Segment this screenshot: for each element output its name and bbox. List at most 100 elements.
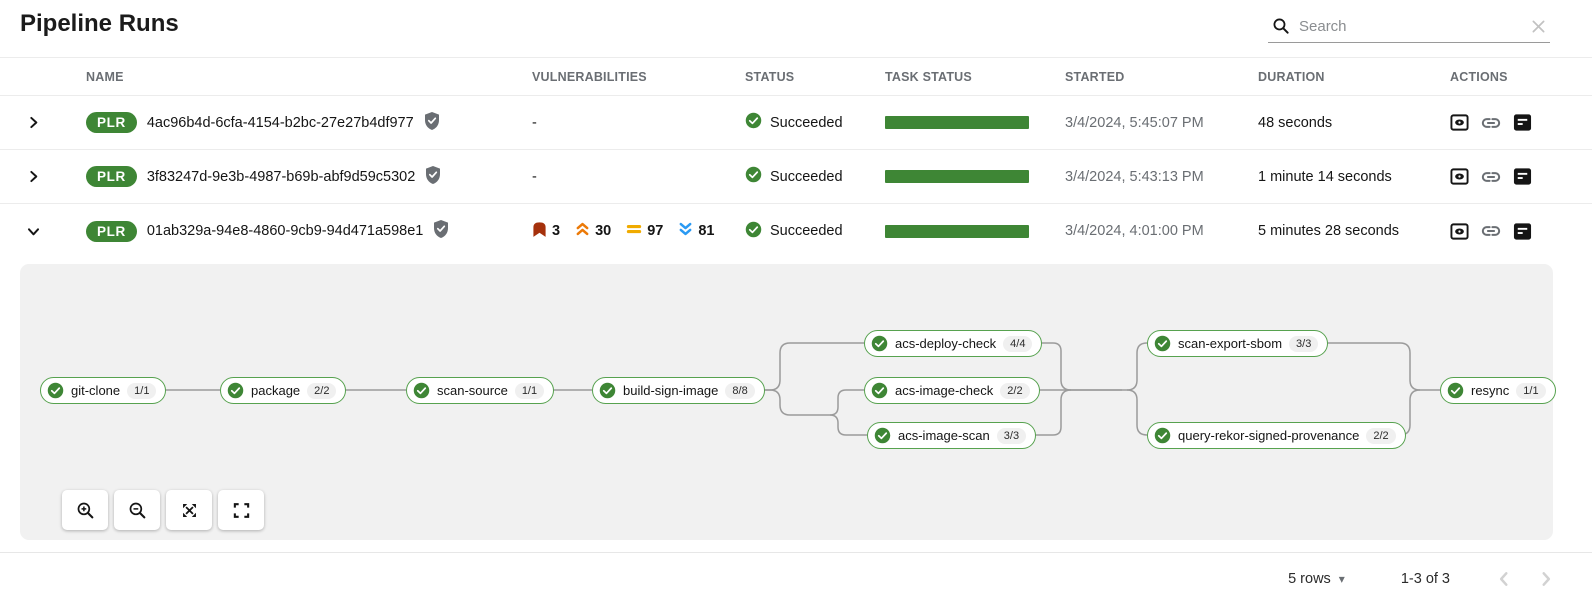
task-node-query-rekor-signed-provenance[interactable]: query-rekor-signed-provenance 2/2	[1147, 422, 1406, 449]
task-success-icon	[47, 382, 64, 399]
task-success-icon	[1154, 335, 1171, 352]
task-node-scan-source[interactable]: scan-source 1/1	[406, 377, 555, 404]
graph-toolbar	[62, 490, 264, 530]
vulnerabilities-cell: 3 30 97 81	[512, 204, 725, 258]
pipeline-run-name[interactable]: 01ab329a-94e8-4860-9cb9-94d471a598e1	[146, 223, 424, 239]
duration: 48 seconds	[1258, 114, 1333, 131]
plr-badge: PLR	[86, 220, 137, 242]
task-status-bar	[885, 170, 1029, 183]
task-success-icon	[413, 382, 430, 399]
status-label: Succeeded	[770, 114, 843, 131]
started-timestamp: 3/4/2024, 4:01:00 PM	[1065, 223, 1204, 239]
started-timestamp: 3/4/2024, 5:43:13 PM	[1065, 168, 1204, 185]
column-vulnerabilities: VULNERABILITIES	[532, 69, 647, 84]
next-page-chevron-icon[interactable]	[1538, 571, 1554, 587]
task-success-icon	[1154, 427, 1171, 444]
view-output-icon[interactable]	[1450, 167, 1469, 186]
status-label: Succeeded	[770, 168, 843, 185]
task-status-bar	[885, 224, 1029, 238]
search-box	[1268, 10, 1550, 43]
task-node-git-clone[interactable]: git-clone 1/1	[40, 377, 167, 404]
search-input[interactable]	[1299, 17, 1522, 35]
view-logs-icon[interactable]	[1513, 222, 1532, 241]
column-status: STATUS	[745, 69, 795, 84]
column-duration: DURATION	[1258, 69, 1325, 84]
link-icon[interactable]	[1481, 116, 1501, 130]
status-cell: Succeeded	[725, 204, 865, 258]
view-logs-icon[interactable]	[1513, 113, 1532, 132]
link-icon[interactable]	[1481, 170, 1501, 184]
low-severity-icon	[678, 221, 693, 241]
task-step-count: 2/2	[1000, 382, 1030, 399]
fit-to-screen-button[interactable]	[166, 490, 212, 530]
vulnerabilities-cell: -	[532, 168, 537, 185]
task-node-acs-image-check[interactable]: acs-image-check 2/2	[864, 377, 1040, 404]
task-step-count: 2/2	[307, 382, 337, 399]
table-footer: 5 rows ▾ 1-3 of 3	[0, 552, 1592, 604]
plr-badge: PLR	[86, 112, 137, 133]
task-node-label: build-sign-image	[623, 383, 719, 398]
collapse-row-chevron-down-icon[interactable]	[18, 216, 48, 246]
task-step-count: 8/8	[725, 382, 755, 399]
task-step-count: 3/3	[1289, 335, 1319, 352]
severity-low: 81	[678, 221, 715, 241]
table-header: NAME VULNERABILITIES STATUS TASK STATUS …	[0, 57, 1592, 96]
success-check-icon	[745, 112, 762, 133]
task-node-acs-image-scan[interactable]: acs-image-scan 3/3	[867, 422, 1037, 449]
status-label: Succeeded	[770, 223, 843, 239]
pipeline-graph-panel: git-clone 1/1 package 2/2 scan-source 1/…	[20, 264, 1556, 540]
task-step-count: 3/3	[996, 427, 1027, 444]
pipeline-run-name[interactable]: 4ac96b4d-6cfa-4154-b2bc-27e27b4df977	[146, 114, 414, 131]
rows-per-page-select[interactable]: 5 rows ▾	[1288, 570, 1345, 587]
column-started: STARTED	[1065, 69, 1125, 84]
zoom-in-button[interactable]	[62, 490, 108, 530]
task-node-label: query-rekor-signed-provenance	[1178, 428, 1360, 443]
actions-cell	[1430, 96, 1592, 149]
task-node-scan-export-sbom[interactable]: scan-export-sbom 3/3	[1147, 330, 1329, 357]
reset-view-button[interactable]	[218, 490, 264, 530]
task-success-icon	[227, 382, 244, 399]
task-node-label: acs-image-scan	[898, 428, 990, 443]
moderate-severity-icon	[626, 221, 642, 241]
caret-down-icon: ▾	[1338, 571, 1345, 586]
task-success-icon	[874, 427, 891, 444]
severity-important: 30	[575, 221, 611, 241]
vulnerabilities-cell: -	[532, 114, 537, 131]
expand-row-chevron-right-icon[interactable]	[18, 108, 48, 138]
task-node-acs-deploy-check[interactable]: acs-deploy-check 4/4	[864, 330, 1043, 357]
view-logs-icon[interactable]	[1513, 167, 1532, 186]
table-row: PLR 3f83247d-9e3b-4987-b69b-abf9d59c5302…	[0, 150, 1592, 204]
important-severity-icon	[575, 221, 590, 241]
duration: 5 minutes 28 seconds	[1258, 223, 1400, 239]
task-node-resync[interactable]: resync 1/1	[1440, 377, 1556, 404]
pipeline-run-name[interactable]: 3f83247d-9e3b-4987-b69b-abf9d59c5302	[146, 168, 416, 185]
link-icon[interactable]	[1481, 224, 1501, 238]
task-node-label: resync	[1471, 383, 1510, 398]
status-cell: Succeeded	[725, 96, 865, 149]
task-node-label: scan-source	[437, 383, 508, 398]
actions-cell	[1430, 150, 1592, 203]
expand-row-chevron-right-icon[interactable]	[18, 162, 48, 192]
plr-badge: PLR	[86, 166, 137, 187]
signed-shield-icon	[433, 220, 449, 242]
clear-search-icon[interactable]	[1531, 19, 1546, 34]
zoom-out-button[interactable]	[114, 490, 160, 530]
severity-moderate: 97	[626, 221, 663, 241]
view-output-icon[interactable]	[1450, 222, 1469, 241]
view-output-icon[interactable]	[1450, 113, 1469, 132]
task-node-label: git-clone	[71, 383, 121, 398]
task-step-count: 4/4	[1003, 335, 1033, 352]
task-node-package[interactable]: package 2/2	[220, 377, 347, 404]
expand-arrows-icon	[182, 503, 196, 517]
duration: 1 minute 14 seconds	[1258, 168, 1392, 185]
task-step-count: 2/2	[1366, 427, 1396, 444]
severity-critical: 3	[532, 221, 560, 242]
signed-shield-icon	[424, 111, 440, 134]
task-node-label: acs-image-check	[895, 383, 994, 398]
previous-page-chevron-icon[interactable]	[1496, 571, 1512, 587]
task-node-build-sign-image[interactable]: build-sign-image 8/8	[592, 377, 765, 404]
task-step-count: 1/1	[127, 382, 157, 399]
page-title: Pipeline Runs	[20, 10, 179, 37]
critical-severity-icon	[532, 221, 547, 242]
